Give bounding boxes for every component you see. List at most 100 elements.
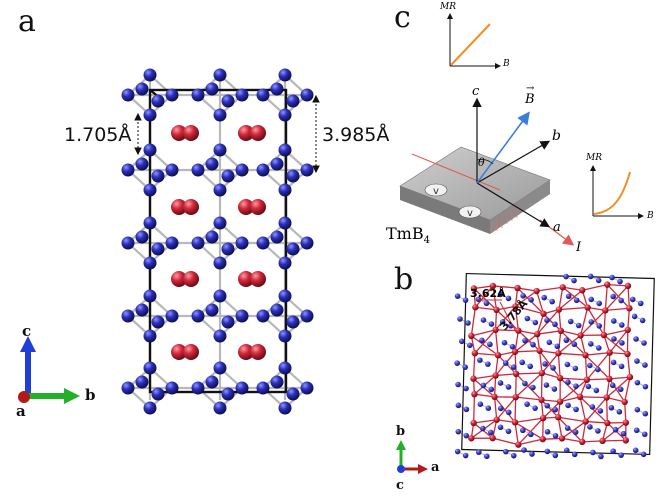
b-boron-5-7-b — [642, 410, 649, 417]
boron-atom-1-1-3 — [213, 183, 227, 197]
b-tm-2-1 — [492, 326, 499, 334]
b-tm-5-5 — [576, 393, 584, 401]
tm-atom-3-1-r — [250, 344, 266, 360]
b-boron-5-0-a — [477, 401, 484, 407]
b-boron-2-4-a — [563, 337, 570, 344]
b-tm-2-0 — [468, 332, 475, 340]
boron-atom-3-2-5 — [286, 315, 300, 329]
b-tm-1-2 — [512, 303, 519, 310]
b-boron-1--1-a — [457, 316, 463, 322]
b-tm-3-2 — [511, 348, 519, 355]
b-boron-1-6-b — [619, 322, 625, 328]
mr-top-ylabel: MR — [440, 2, 456, 12]
boron-atom-3-2-1 — [300, 309, 314, 323]
b-boron-1-2-b — [532, 319, 539, 326]
b-boron-5-0-b — [485, 405, 492, 411]
boron-atom-2-1-2 — [213, 216, 227, 230]
boron-atom-2-0-5 — [151, 242, 165, 256]
b-tm-5-2 — [512, 393, 519, 401]
b-boron-0-6-b — [618, 297, 624, 304]
boron-atom-2-2-0 — [256, 236, 270, 250]
b-boron-1-2-a — [524, 315, 531, 322]
b-boron-0-4-b — [573, 297, 580, 304]
boron-atom-0-0-5 — [151, 94, 165, 108]
b-boron-7-4-a — [563, 447, 570, 454]
b-boron-0-2-a — [520, 293, 526, 299]
boron-atom-3-0-1 — [165, 309, 179, 323]
boron-atom-1-2-0 — [256, 163, 270, 177]
b-boron-6-0-b — [488, 429, 494, 436]
b-tm-2-5 — [577, 332, 584, 339]
b-boron-5--1-a — [455, 402, 462, 409]
b-boron-4-0-b — [488, 386, 495, 393]
b-boron-3-7-b — [642, 362, 648, 368]
axis-label-b: b — [85, 386, 96, 404]
tm-atom-0-1-r — [250, 125, 266, 141]
tm-atom-0-0-l — [171, 125, 187, 141]
b-boron-1-1-a — [499, 319, 506, 325]
b-tm-4-2 — [512, 370, 520, 378]
b-boron-0-7-a — [629, 296, 636, 303]
panel-a-label: a — [18, 4, 36, 39]
b-tm-6-5 — [582, 418, 589, 425]
b-tm-7-0 — [468, 435, 475, 442]
b-boron-1-4-b — [575, 322, 582, 329]
b-tm-7-3 — [539, 435, 546, 443]
boron-atom-2-2-5 — [286, 242, 300, 256]
b-tm-1-3 — [540, 310, 547, 317]
b-boron-6--1-a — [455, 428, 462, 435]
axis-triad-b — [396, 440, 428, 474]
b-tm-6-1 — [493, 416, 500, 423]
boron-atom-0-0-2 — [143, 68, 157, 82]
b-boron-4-0-a — [480, 382, 487, 389]
boron-atom-4-1-1 — [235, 381, 249, 395]
b-boron-0-5-b — [596, 300, 603, 307]
b-tm-6-6 — [604, 419, 611, 427]
boron-atom-3-1-0 — [191, 309, 205, 323]
b-boron-0-2-b — [528, 297, 534, 303]
boron-atom-0-0-1 — [165, 88, 179, 102]
b-boron-2-4-b — [571, 341, 578, 348]
b-boron-6-1-b — [505, 428, 512, 435]
tm-atom-1-1-r — [250, 199, 266, 215]
b-boron-3-1-a — [502, 360, 509, 366]
b-boron-6-4-a — [564, 425, 571, 431]
b-boron-2-0-a — [479, 337, 485, 344]
b-tm-6-0 — [470, 419, 477, 427]
b-tm-0-0 — [470, 285, 478, 292]
b-boron-2-5-a — [588, 341, 594, 347]
boron-atom-3-1-3 — [213, 329, 227, 343]
b-boron--1-5-a — [587, 273, 594, 280]
b-boron-6-6-b — [620, 430, 627, 437]
boron-atom-1-1-1 — [235, 163, 249, 177]
b-boron-3--1-a — [454, 360, 461, 366]
b-boron-4-4-a — [565, 379, 571, 385]
boron-atom-4-0-0 — [121, 381, 135, 395]
b-tm-0-4 — [559, 284, 566, 291]
b-boron-4-6-a — [609, 382, 616, 389]
tm-atom-1-0-r — [183, 199, 199, 215]
b-boron-3-0-a — [477, 357, 483, 363]
b-boron-6-7-b — [641, 431, 648, 438]
b-boron--1-6-b — [617, 278, 623, 285]
b-boron-4-5-b — [593, 387, 600, 394]
boron-atom-1-2-2 — [278, 143, 292, 157]
b-boron-4-7-a — [634, 379, 641, 386]
b-tm-1-6 — [602, 307, 609, 314]
boron-atom-1-2-5 — [286, 169, 300, 183]
mr-top-xlabel: B — [503, 59, 510, 69]
b-boron-4--1-a — [455, 381, 461, 388]
boron-atom-1-0-2 — [143, 143, 157, 157]
axis-label-c: c — [22, 322, 32, 340]
b-tm-7-2 — [515, 441, 522, 448]
b-boron-1-5-a — [588, 319, 595, 325]
boron-atom-0-2-1 — [300, 88, 314, 102]
b-boron-3-5-a — [587, 362, 593, 369]
boron-atom-2-2-1 — [300, 236, 314, 250]
b-boron-1-4-a — [567, 318, 574, 325]
b-boron-2-3-b — [554, 343, 561, 350]
b-boron-7-0-a — [475, 449, 482, 456]
b-boron-1--1-b — [465, 320, 471, 326]
b-tm-7-4 — [558, 435, 566, 442]
boron-atom-0-1-1 — [235, 88, 249, 102]
